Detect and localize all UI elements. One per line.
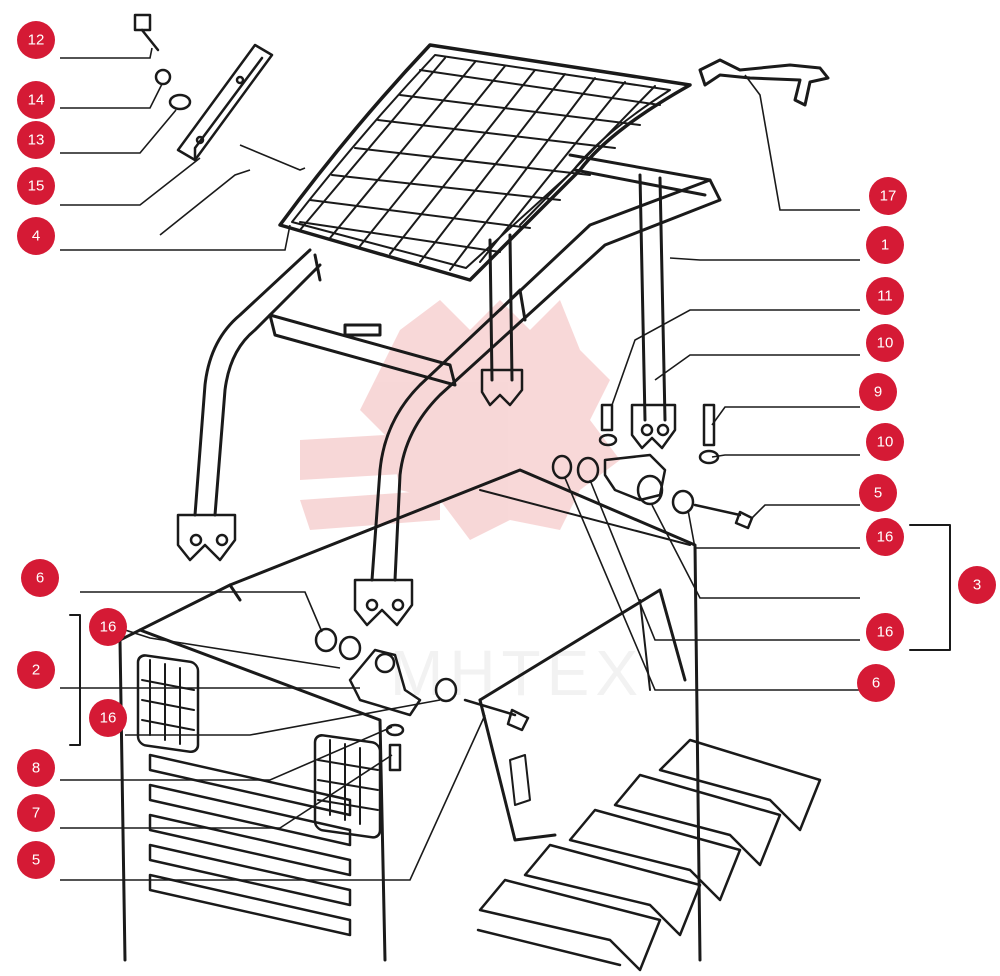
svg-text:15: 15: [28, 178, 45, 195]
callout-4: 4: [17, 217, 55, 255]
bracket-3: [909, 524, 951, 651]
svg-text:12: 12: [28, 32, 45, 49]
callout-13: 13: [17, 121, 55, 159]
mesh-roof-guard: [278, 43, 692, 282]
callout-6-right: 6: [857, 664, 895, 702]
callout-8: 8: [17, 749, 55, 787]
washer-13: [168, 93, 192, 111]
line-art: [69, 13, 951, 972]
callout-1: 1: [866, 226, 904, 264]
callout-9: 9: [859, 373, 897, 411]
svg-text:9: 9: [874, 384, 882, 401]
callout-15: 15: [17, 167, 55, 205]
callout-12: 12: [17, 21, 55, 59]
rail-strip: [176, 43, 274, 162]
hardware-left: [314, 627, 530, 772]
svg-text:6: 6: [872, 675, 880, 692]
svg-text:14: 14: [28, 92, 45, 109]
callout-14: 14: [17, 81, 55, 119]
callout-10-lower: 10: [866, 423, 904, 461]
callouts: 12 14 13 15 4 17 1 11 10 9 10 5 16 3 16 …: [17, 21, 996, 879]
callout-16-b: 16: [866, 613, 904, 651]
svg-text:3: 3: [973, 577, 981, 594]
vent-left: [136, 654, 200, 754]
svg-text:7: 7: [32, 805, 40, 822]
bracket-17: [698, 58, 830, 107]
bracket-2: [69, 614, 81, 746]
hardware-right: [551, 403, 754, 530]
svg-text:5: 5: [874, 485, 882, 502]
svg-text:16: 16: [100, 710, 117, 727]
svg-text:10: 10: [877, 434, 894, 451]
svg-text:13: 13: [28, 132, 45, 149]
track-steps: [476, 738, 822, 972]
svg-text:8: 8: [32, 760, 40, 777]
callout-2: 2: [17, 651, 55, 689]
callout-7: 7: [17, 794, 55, 832]
callout-11: 11: [866, 277, 904, 315]
callout-17: 17: [869, 177, 907, 215]
svg-text:16: 16: [100, 619, 117, 636]
callout-16-d: 16: [89, 699, 127, 737]
svg-text:1: 1: [881, 237, 889, 254]
callout-10-upper: 10: [866, 324, 904, 362]
svg-text:10: 10: [877, 335, 894, 352]
svg-text:11: 11: [877, 288, 893, 305]
callout-16-a: 16: [866, 518, 904, 556]
svg-text:16: 16: [877, 624, 894, 641]
leader-lines: [60, 47, 860, 881]
louvres: [148, 753, 352, 937]
callout-16-c: 16: [89, 608, 127, 646]
foot-brackets: [176, 368, 677, 627]
vent-right: [313, 734, 382, 839]
bolt-12: [133, 13, 160, 52]
svg-text:4: 4: [32, 228, 40, 245]
rops-frame: [193, 153, 722, 582]
callout-6-left: 6: [21, 559, 59, 597]
svg-text:16: 16: [877, 529, 894, 546]
svg-text:17: 17: [880, 188, 897, 205]
watermark-gear-icon: [360, 300, 620, 540]
watermark: МНТЕХ: [300, 300, 644, 709]
callout-3: 3: [958, 566, 996, 604]
star-washer-14: [154, 68, 172, 86]
watermark-bolt-icon: [300, 430, 470, 530]
svg-text:6: 6: [36, 570, 44, 587]
callout-5-upper: 5: [859, 474, 897, 512]
callout-5-lower: 5: [17, 841, 55, 879]
svg-text:2: 2: [32, 662, 40, 679]
watermark-text: МНТЕХ: [390, 637, 644, 709]
svg-text:5: 5: [32, 852, 40, 869]
